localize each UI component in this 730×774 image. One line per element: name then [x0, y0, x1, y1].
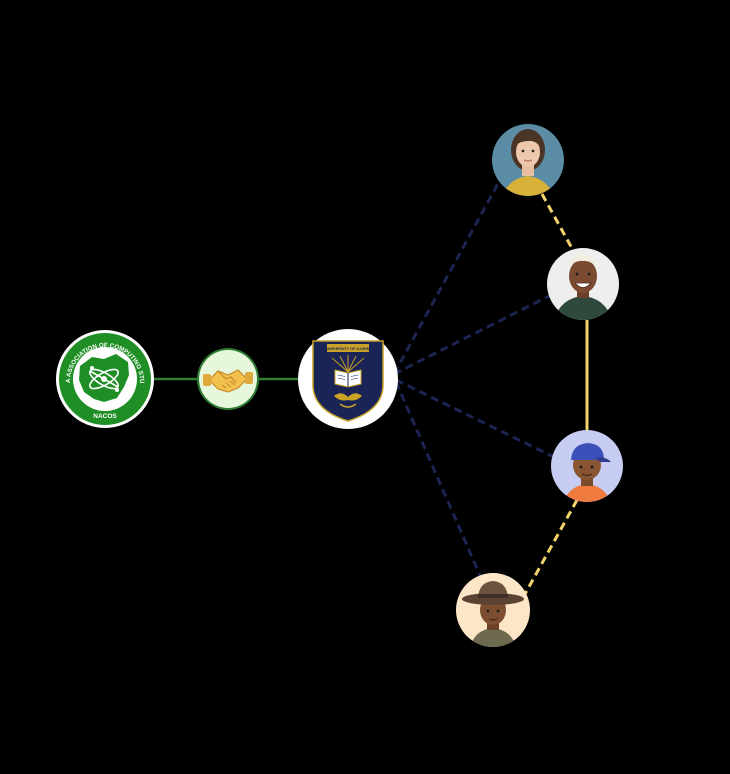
node-member-1[interactable] — [490, 122, 566, 200]
edge-member-1-member-2 — [540, 193, 576, 253]
edges — [150, 179, 589, 595]
edge-university-member-2 — [393, 292, 554, 376]
nacos-bottom-text: NACOS — [93, 413, 117, 420]
smiling-woman-avatar-icon — [547, 248, 619, 320]
crest-text: UNIVERSITY OF ILORIN — [327, 347, 370, 351]
edge-university-member-4 — [394, 381, 484, 581]
node-nacos[interactable]: NIGERIA ASSOCIATION OF COMPUTING STUDENT… — [0, 0, 154, 428]
nacos-logo-icon — [79, 354, 129, 402]
node-member-3[interactable] — [549, 428, 625, 504]
node-member-4[interactable] — [456, 573, 530, 648]
edge-member-3-member-4 — [523, 499, 579, 595]
university-crest-icon: UNIVERSITY OF ILORIN — [312, 340, 384, 422]
handshake-icon — [203, 369, 253, 393]
node-partnership[interactable] — [197, 348, 259, 410]
man-with-hat-avatar-icon — [456, 573, 530, 647]
node-university[interactable]: UNIVERSITY OF ILORIN — [298, 329, 398, 429]
node-member-2[interactable] — [545, 246, 621, 322]
edge-university-member-1 — [392, 179, 502, 375]
edge-university-member-3 — [395, 378, 557, 460]
boy-with-cap-avatar-icon — [551, 430, 623, 502]
woman-avatar-icon — [492, 124, 564, 196]
nacos-arc-text: NIGERIA ASSOCIATION OF COMPUTING STUDENT… — [0, 0, 145, 384]
